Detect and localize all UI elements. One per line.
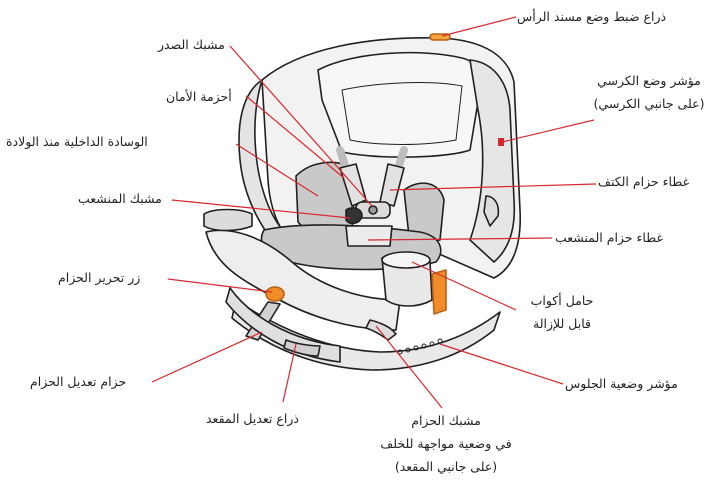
label-crotch-pad: غطاء حزام المنشعب (555, 227, 663, 249)
leader-headrest-lever (442, 17, 516, 36)
left-armrest (204, 210, 252, 231)
label-seat-lever: ذراع تعديل المقعد (206, 408, 299, 430)
headrest (318, 53, 481, 157)
label-cupholder-2: قابل للإزالة (512, 313, 612, 335)
label-cupholder-1: حامل أكواب (512, 290, 612, 312)
leader-recline-indicator (440, 344, 563, 384)
release-button (266, 287, 284, 301)
label-belt-clip-1: مشبك الحزام (370, 410, 522, 432)
label-belt-clip-3: (على جانبي المقعد) (370, 456, 522, 478)
label-newborn-insert: الوسادة الداخلية منذ الولادة (6, 131, 148, 153)
label-harness: أحزمة الأمان (166, 86, 232, 108)
label-chest-clip: مشبك الصدر (158, 34, 225, 56)
label-adjust-strap: حزام تعديل الحزام (30, 371, 126, 393)
crotch-buckle (346, 208, 362, 223)
label-seat-indicator-2: (على جانبي الكرسي) (586, 93, 712, 115)
label-recline-indicator: مؤشر وضعية الجلوس (565, 373, 678, 395)
label-belt-clip-2: في وضعية مواجهة للخلف (370, 433, 522, 455)
label-shoulder-pad: غطاء حزام الكتف (598, 171, 689, 193)
label-headrest-lever: ذراع ضبط وضع مسند الرأس (517, 6, 666, 28)
crotch-pad (346, 226, 392, 246)
label-crotch-buckle: مشبك المنشعب (78, 188, 162, 210)
label-release-button: زر تحرير الحزام (58, 267, 140, 289)
label-seat-indicator-1: مؤشر وضع الكرسي (586, 70, 712, 92)
leader-adjust-strap (152, 332, 262, 382)
